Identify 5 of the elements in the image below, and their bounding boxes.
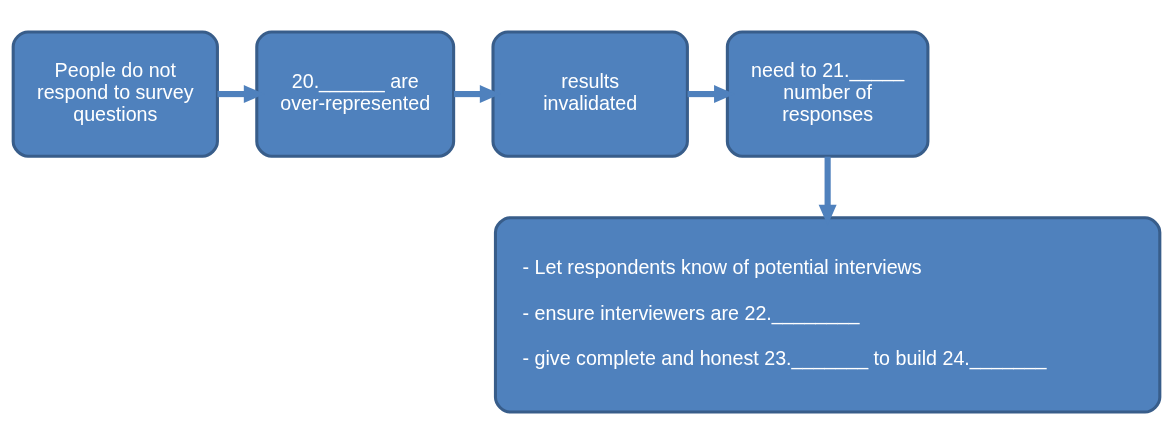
node-box: 20.______ are over-represented [255, 29, 456, 158]
node-box: People do not respond to survey questions [11, 29, 219, 158]
node-box: results invalidated [491, 29, 689, 158]
node-box: need to 21._____ number of responses [725, 29, 930, 158]
node-box: - Let respondents know of potential interviews - ensure interviewers are 22.________ - give complete and honest 23._______ to build 24._______ [493, 215, 1162, 414]
